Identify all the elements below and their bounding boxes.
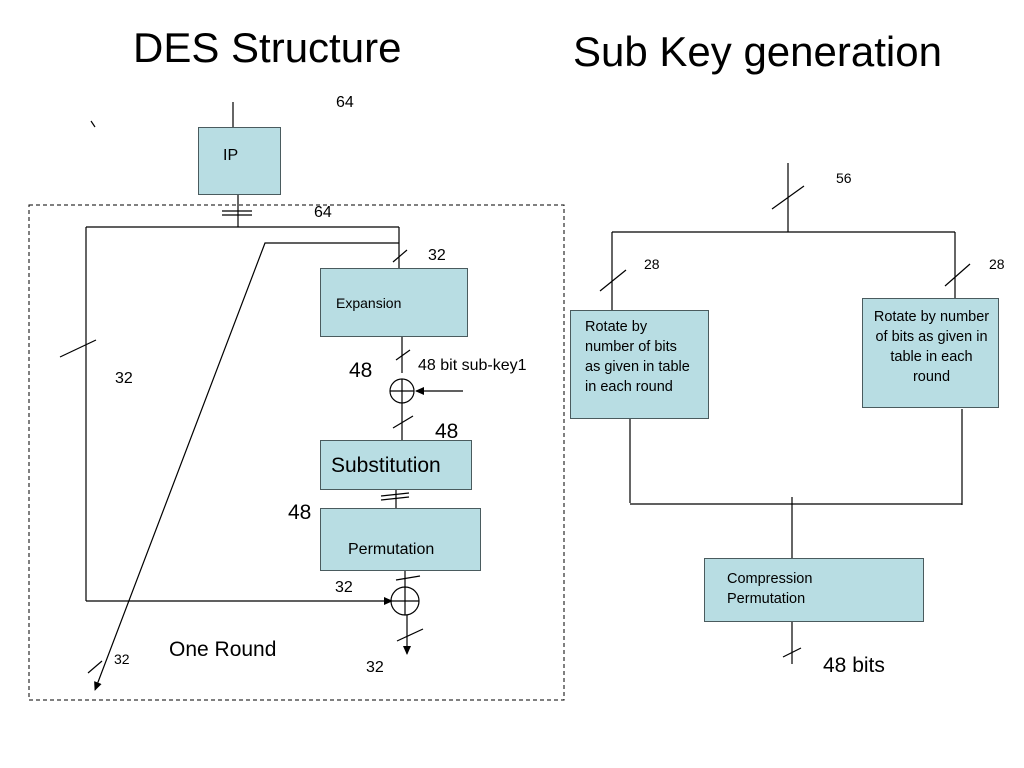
compression-permutation-label: Compression Permutation [727, 571, 813, 607]
input-bits-label: 64 [336, 94, 354, 111]
expansion-label: Expansion [336, 295, 402, 311]
expansion-box: Expansion [320, 268, 468, 337]
output-left-bits-label: 32 [114, 651, 130, 667]
xor-out-bits-label: 48 [435, 420, 459, 443]
permutation-label: Permutation [348, 541, 435, 558]
round-label: One Round [169, 638, 277, 661]
substitution-label: Substitution [331, 454, 441, 477]
rotate-left-box: Rotate by number of bits as given in tab… [570, 310, 709, 419]
round-frame [28, 204, 565, 701]
subkey-generation-title: Sub Key generation [573, 28, 942, 75]
rotate-right-label: Rotate by number of bits as given in tab… [873, 309, 990, 385]
subkey-left-bits-label: 28 [644, 256, 660, 272]
permutation-box: Permutation [320, 508, 481, 571]
permutation-out-bits-label: 32 [335, 579, 353, 596]
expansion-out-bits-label: 48 [349, 359, 373, 382]
right-half-bits-label: 32 [428, 247, 446, 264]
subkey-right-bits-label: 28 [989, 256, 1005, 272]
ip-box: IP [198, 127, 281, 195]
ip-label: IP [223, 147, 239, 164]
left-half-bits-label: 32 [115, 370, 133, 387]
subkey-input-bits-label: 56 [836, 170, 852, 186]
rotate-right-box: Rotate by number of bits as given in tab… [862, 298, 999, 408]
compression-permutation-box: Compression Permutation [704, 558, 924, 622]
after-ip-bits-label: 64 [314, 204, 332, 221]
output-right-bits-label: 32 [366, 659, 384, 676]
substitution-box: Substitution [320, 440, 472, 490]
des-structure-title: DES Structure [133, 24, 402, 71]
subkey-label: 48 bit sub-key1 [418, 357, 527, 374]
subkey-output-bits-label: 48 bits [823, 654, 885, 677]
substitution-out-bits-label: 48 [288, 501, 312, 524]
rotate-left-label: Rotate by number of bits as given in tab… [585, 319, 690, 395]
